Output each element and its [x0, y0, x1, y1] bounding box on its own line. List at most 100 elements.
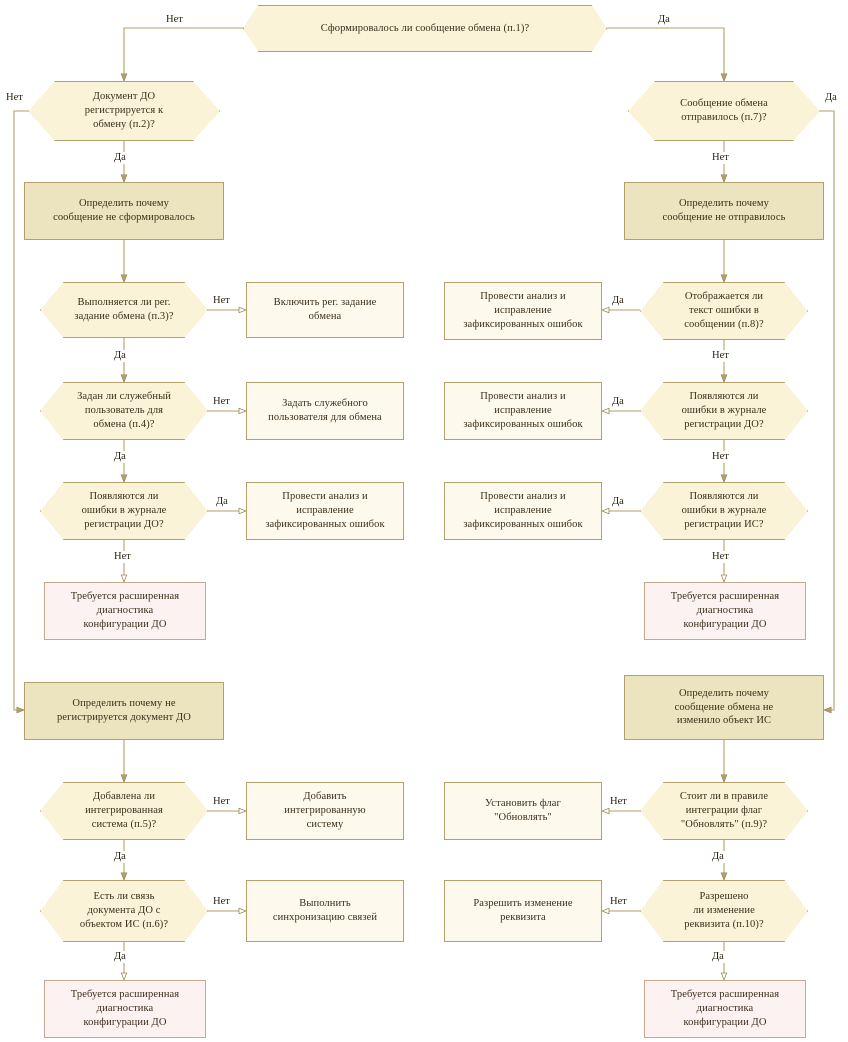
- action-analyze-fix-errors-right-3[interactable]: Провести анализ и исправление зафиксиров…: [444, 482, 602, 540]
- hexagon-shape: [640, 482, 808, 540]
- hexagon-shape: [40, 282, 208, 338]
- node-label: Отображается ли текст ошибки в сообщении…: [684, 291, 764, 330]
- edge-label-q9-yes: Да: [611, 295, 625, 307]
- edge-label-q7-no: Нет: [212, 896, 231, 908]
- node-label: Разрешено ли изменение реквизита (п.10)?: [684, 891, 764, 930]
- terminal-extended-diagnostics-left-1[interactable]: Требуется расширенная диагностика конфиг…: [44, 582, 206, 640]
- node-label: Появляются ли ошибки в журнале регистрац…: [81, 491, 167, 530]
- edge-label-q2-no: Нет: [5, 92, 24, 104]
- edge-label-q8-yes: Да: [824, 92, 838, 104]
- edge-label-q4-no: Нет: [212, 396, 231, 408]
- action-analyze-fix-errors-right-1[interactable]: Провести анализ и исправление зафиксиров…: [444, 282, 602, 340]
- decision-document-registered[interactable]: Документ ДО регистрируется к обмену (п.2…: [28, 81, 220, 141]
- node-label: Задать служебного пользователя для обмен…: [268, 398, 382, 423]
- node-label: Сообщение обмена отправилось (п.7)?: [680, 98, 768, 123]
- edge-label-q13-yes: Да: [711, 951, 725, 963]
- terminal-extended-diagnostics-left-2[interactable]: Требуется расширенная диагностика конфиг…: [44, 980, 206, 1038]
- decision-attribute-change-allowed[interactable]: Разрешено ли изменение реквизита (п.10)?: [640, 880, 808, 942]
- edge-label-q3-no: Нет: [212, 295, 231, 307]
- edge-label-q12-yes: Да: [711, 851, 725, 863]
- edge-label-q9-no: Нет: [711, 350, 730, 362]
- edge-label-q7-yes: Да: [113, 951, 127, 963]
- process-determine-not-sent[interactable]: Определить почему сообщение не отправило…: [624, 182, 824, 240]
- node-label: Документ ДО регистрируется к обмену (п.2…: [84, 91, 164, 130]
- decision-errors-in-is-log[interactable]: Появляются ли ошибки в журнале регистрац…: [640, 482, 808, 540]
- action-add-integrated-system[interactable]: Добавить интегрированную систему: [246, 782, 404, 840]
- hexagon-shape: [40, 382, 208, 440]
- edge-label-q6-yes: Да: [113, 851, 127, 863]
- action-set-service-user[interactable]: Задать служебного пользователя для обмен…: [246, 382, 404, 440]
- decision-scheduled-job-running[interactable]: Выполняется ли рег. задание обмена (п.3)…: [40, 282, 208, 338]
- node-label: Определить почему не регистрируется доку…: [57, 698, 191, 723]
- edge-label-q6-no: Нет: [212, 796, 231, 808]
- process-determine-not-registered[interactable]: Определить почему не регистрируется доку…: [24, 682, 224, 740]
- terminal-extended-diagnostics-right-2[interactable]: Требуется расширенная диагностика конфиг…: [644, 980, 806, 1038]
- node-label: Стоит ли в правиле интеграции флаг "Обно…: [679, 791, 769, 830]
- edge-label-q5-yes: Да: [215, 496, 229, 508]
- node-label: Определить почему сообщение не сформиров…: [53, 198, 195, 223]
- edge-label-q2-yes: Да: [113, 152, 127, 164]
- hexagon-shape: [628, 81, 820, 141]
- node-label: Появляются ли ошибки в журнале регистрац…: [681, 391, 767, 430]
- hexagon-shape: [40, 482, 208, 540]
- node-label: Определить почему сообщение обмена не из…: [674, 687, 774, 727]
- node-label: Установить флаг "Обновлять": [485, 798, 561, 823]
- decision-message-sent[interactable]: Сообщение обмена отправилось (п.7)?: [628, 81, 820, 141]
- node-label: Требуется расширенная диагностика конфиг…: [670, 989, 780, 1028]
- hexagon-shape: [243, 5, 607, 52]
- node-label: Задан ли служебный пользователь для обме…: [77, 391, 171, 430]
- hexagon-shape: [28, 81, 220, 141]
- action-analyze-fix-errors-left-1[interactable]: Провести анализ и исправление зафиксиров…: [246, 482, 404, 540]
- edge-label-q1-no: Нет: [165, 14, 184, 26]
- node-label: Провести анализ и исправление зафиксиров…: [265, 491, 385, 530]
- node-label: Требуется расширенная диагностика конфиг…: [70, 591, 180, 630]
- node-label: Провести анализ и исправление зафиксиров…: [463, 391, 583, 430]
- process-determine-not-formed[interactable]: Определить почему сообщение не сформиров…: [24, 182, 224, 240]
- node-label: Сформировалось ли сообщение обмена (п.1)…: [320, 22, 530, 34]
- node-label: Есть ли связь документа ДО с объектом ИС…: [79, 891, 169, 930]
- decision-document-object-link[interactable]: Есть ли связь документа ДО с объектом ИС…: [40, 880, 208, 942]
- decision-message-formed[interactable]: Сформировалось ли сообщение обмена (п.1)…: [243, 5, 607, 52]
- edge-label-q11-yes: Да: [611, 496, 625, 508]
- hexagon-shape: [640, 282, 808, 340]
- node-label: Провести анализ и исправление зафиксиров…: [463, 491, 583, 530]
- action-sync-links[interactable]: Выполнить синхронизацию связей: [246, 880, 404, 942]
- node-label: Выполнить синхронизацию связей: [272, 898, 378, 923]
- hexagon-shape: [40, 782, 208, 840]
- hexagon-shape: [640, 382, 808, 440]
- edge-label-q4-yes: Да: [113, 451, 127, 463]
- decision-service-user-set[interactable]: Задан ли служебный пользователь для обме…: [40, 382, 208, 440]
- node-label: Требуется расширенная диагностика конфиг…: [70, 989, 180, 1028]
- process-determine-object-unchanged[interactable]: Определить почему сообщение обмена не из…: [624, 675, 824, 740]
- action-set-update-flag[interactable]: Установить флаг "Обновлять": [444, 782, 602, 840]
- edge-label-q5-no: Нет: [113, 551, 132, 563]
- terminal-extended-diagnostics-right-1[interactable]: Требуется расширенная диагностика конфиг…: [644, 582, 806, 640]
- hexagon-shape: [40, 880, 208, 942]
- decision-errors-in-do-log-left[interactable]: Появляются ли ошибки в журнале регистрац…: [40, 482, 208, 540]
- action-enable-scheduled-job[interactable]: Включить рег. задание обмена: [246, 282, 404, 338]
- edge-label-q10-yes: Да: [611, 396, 625, 408]
- node-label: Добавить интегрированную систему: [284, 791, 366, 830]
- decision-update-flag-set[interactable]: Стоит ли в правиле интеграции флаг "Обно…: [640, 782, 808, 840]
- node-label: Включить рег. задание обмена: [273, 297, 377, 322]
- edge-label-q1-yes: Да: [657, 14, 671, 26]
- decision-errors-in-do-log-right[interactable]: Появляются ли ошибки в журнале регистрац…: [640, 382, 808, 440]
- node-label: Добавлена ли интегрированная система (п.…: [85, 791, 163, 830]
- node-label: Требуется расширенная диагностика конфиг…: [670, 591, 780, 630]
- hexagon-shape: [640, 880, 808, 942]
- decision-error-text-shown[interactable]: Отображается ли текст ошибки в сообщении…: [640, 282, 808, 340]
- edge-label-q12-no: Нет: [609, 796, 628, 808]
- action-analyze-fix-errors-right-2[interactable]: Провести анализ и исправление зафиксиров…: [444, 382, 602, 440]
- node-label: Разрешить изменение реквизита: [473, 898, 573, 923]
- node-label: Провести анализ и исправление зафиксиров…: [463, 291, 583, 330]
- hexagon-shape: [640, 782, 808, 840]
- edge-label-q10-no: Нет: [711, 451, 730, 463]
- action-allow-attribute-change[interactable]: Разрешить изменение реквизита: [444, 880, 602, 942]
- edge-label-q13-no: Нет: [609, 896, 628, 908]
- edge-label-q3-yes: Да: [113, 350, 127, 362]
- decision-integrated-system-added[interactable]: Добавлена ли интегрированная система (п.…: [40, 782, 208, 840]
- node-label: Выполняется ли рег. задание обмена (п.3)…: [74, 297, 174, 322]
- node-label: Появляются ли ошибки в журнале регистрац…: [681, 491, 767, 530]
- edge-label-q8-no: Нет: [711, 152, 730, 164]
